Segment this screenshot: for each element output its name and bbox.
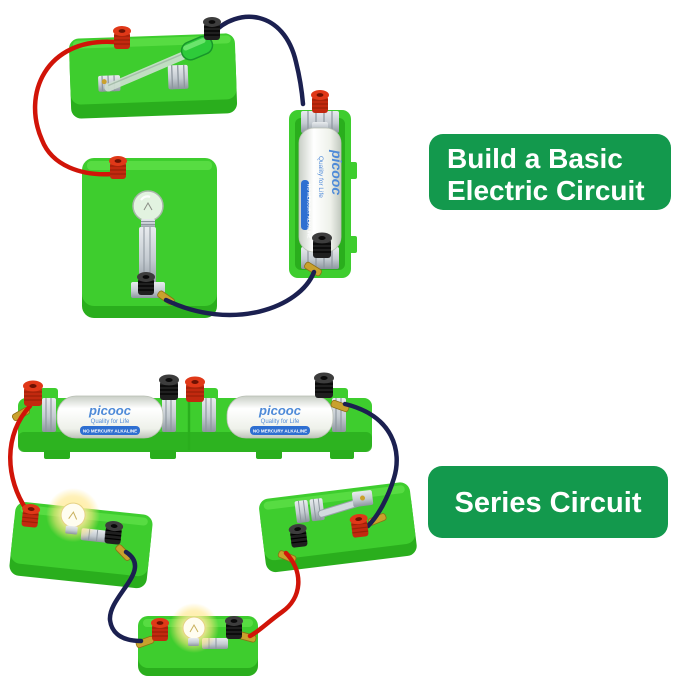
pack-foot — [256, 450, 282, 459]
binding-post-black — [104, 520, 124, 545]
caption-basic-line2: Electric Circuit — [447, 175, 645, 206]
switch-board — [69, 33, 238, 119]
wire-red-pack-to-left-bulb — [8, 403, 33, 515]
binding-post-black — [203, 17, 221, 40]
battery-tagline: Quality for Life — [91, 419, 130, 425]
binding-post-black — [159, 374, 179, 400]
light-bulb-unlit — [132, 190, 164, 228]
knife-switch-lever — [104, 35, 214, 92]
battery-clip — [162, 398, 176, 432]
binding-post-red — [349, 513, 369, 538]
caption-pill — [429, 134, 671, 210]
pack-foot — [150, 450, 176, 459]
switch-hinge-contact — [351, 490, 374, 507]
binding-post-black — [288, 523, 308, 548]
binding-post-red — [21, 503, 41, 528]
battery-brand: picooc — [88, 403, 132, 418]
pack-foot — [44, 450, 70, 459]
pack-foot — [330, 450, 354, 459]
switch-contact-clip — [167, 64, 189, 90]
switch-board-bottom-right — [259, 482, 417, 573]
light-bulb-lit — [169, 603, 219, 653]
battery-cell-vertical: NO MERCURY ALKALINE picooc Quality for L… — [298, 122, 345, 253]
gold-lug — [330, 399, 350, 413]
caption-series-circuit: Series Circuit — [428, 466, 668, 538]
binding-post-red — [113, 26, 131, 49]
battery-cell-right: picooc Quality for Life NO MERCURY ALKAL… — [226, 395, 334, 439]
battery-cell-left: picooc Quality for Life NO MERCURY ALKAL… — [56, 395, 164, 439]
battery-strip-text: NO MERCURY ALKALINE — [83, 429, 137, 434]
binding-post-black — [312, 232, 332, 258]
battery-strip-text: NO MERCURY ALKALINE — [307, 184, 312, 238]
caption-basic-line1: Build a Basic — [447, 143, 623, 174]
battery-brand: picooc — [329, 149, 345, 195]
caption-pill — [428, 466, 668, 538]
battery-strip — [301, 180, 309, 230]
battery-strip-text: NO MERCURY ALKALINE — [253, 429, 307, 434]
battery-strip — [250, 426, 310, 435]
holder-tab — [348, 236, 357, 253]
holder-tab — [348, 162, 357, 179]
binding-post-black — [225, 616, 243, 639]
battery-tagline: Quality for Life — [261, 419, 300, 425]
battery-brand: picooc — [258, 403, 302, 418]
wire-navy-bulb-to-battery — [163, 269, 317, 318]
battery-holder-vertical: NO MERCURY ALKALINE picooc Quality for L… — [289, 110, 357, 278]
wire-red-switch-to-bulb — [32, 39, 117, 177]
series-circuit: picooc Quality for Life NO MERCURY ALKAL… — [8, 372, 417, 676]
switch-board-highlight — [72, 35, 231, 49]
binding-post-black — [314, 372, 334, 398]
binding-post-red — [109, 156, 127, 179]
battery-tagline: Quality for Life — [317, 156, 324, 198]
binding-post-black — [137, 272, 155, 295]
binding-post-red — [23, 380, 43, 406]
battery-strip — [80, 426, 140, 435]
caption-series-text: Series Circuit — [455, 487, 642, 519]
binding-post-red — [185, 376, 205, 402]
wire-red-switch-to-middle-bulb — [247, 550, 301, 639]
binding-post-red — [311, 90, 329, 113]
battery-clip — [202, 398, 216, 432]
caption-basic-circuit: Build a Basic Electric Circuit — [429, 134, 671, 210]
basic-circuit: NO MERCURY ALKALINE picooc Quality for L… — [32, 14, 357, 318]
wire-navy-switch-to-battery — [209, 14, 306, 107]
gold-lug — [304, 261, 322, 277]
light-bulb-lit — [46, 488, 101, 543]
wire-navy-pack-to-switch — [342, 401, 399, 529]
wire-navy-left-bulb-to-middle-bulb — [107, 549, 144, 644]
battery-pack: picooc Quality for Life NO MERCURY ALKAL… — [11, 388, 372, 459]
battery-clip — [42, 398, 56, 432]
binding-post-red — [151, 618, 169, 641]
